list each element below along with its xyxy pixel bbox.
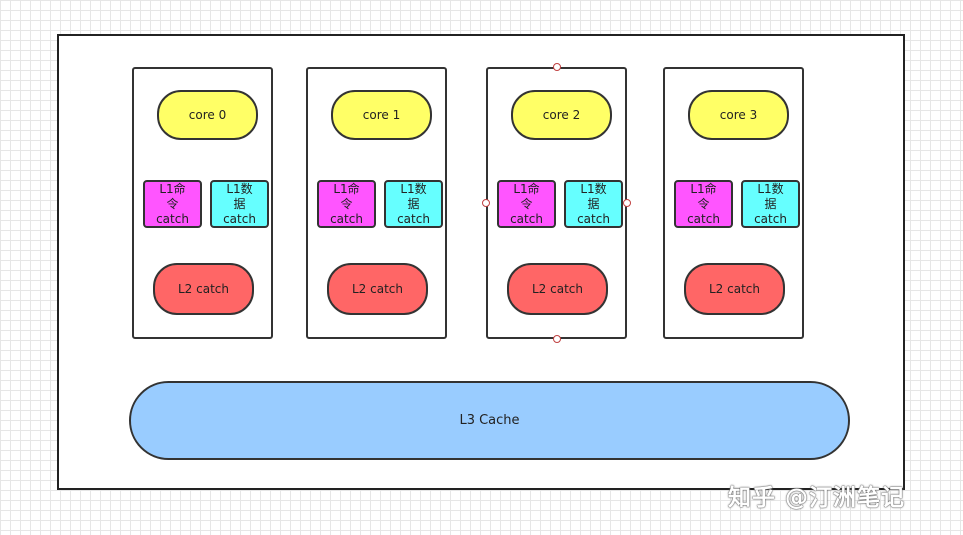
l1-inst-line: L1命 [159, 181, 186, 196]
l1-data-line: catch [223, 211, 256, 226]
core-label-2: core 2 [511, 90, 612, 140]
l2-cache-0: L2 catch [153, 263, 254, 315]
l1-inst-line: catch [687, 211, 720, 226]
l1-data-line: L1数 [400, 181, 427, 196]
l1-inst-line: L1命 [690, 181, 717, 196]
l1-inst-line: 令 [697, 196, 710, 211]
l1-data-cache-3: L1数 据 catch [741, 180, 800, 228]
selection-handle-left[interactable] [482, 199, 490, 207]
l1-data-line: L1数 [757, 181, 784, 196]
l1-inst-line: catch [156, 211, 189, 226]
l1-instruction-cache-0: L1命 令 catch [143, 180, 202, 228]
core-box-0[interactable]: core 0 L1命 令 catch L1数 据 catch L2 catch [132, 67, 273, 339]
core-box-2[interactable]: core 2 L1命 令 catch L1数 据 catch L2 catch [486, 67, 627, 339]
core-box-1[interactable]: core 1 L1命 令 catch L1数 据 catch L2 catch [306, 67, 447, 339]
l1-data-cache-0: L1数 据 catch [210, 180, 269, 228]
selection-handle-top[interactable] [553, 63, 561, 71]
core-label-0: core 0 [157, 90, 258, 140]
l1-instruction-cache-3: L1命 令 catch [674, 180, 733, 228]
l1-inst-line: L1命 [513, 181, 540, 196]
core-label-3: core 3 [688, 90, 789, 140]
l1-inst-line: L1命 [333, 181, 360, 196]
l1-inst-line: 令 [166, 196, 179, 211]
selection-handle-right[interactable] [623, 199, 631, 207]
l2-cache-2: L2 catch [507, 263, 608, 315]
core-label-1: core 1 [331, 90, 432, 140]
l1-data-cache-1: L1数 据 catch [384, 180, 443, 228]
l1-data-cache-2: L1数 据 catch [564, 180, 623, 228]
l1-data-line: catch [577, 211, 610, 226]
l1-data-line: L1数 [226, 181, 253, 196]
l2-cache-1: L2 catch [327, 263, 428, 315]
core-box-3[interactable]: core 3 L1命 令 catch L1数 据 catch L2 catch [663, 67, 804, 339]
selection-handle-bottom[interactable] [553, 335, 561, 343]
zhihu-watermark: 知乎 @汀洲笔记 [728, 485, 906, 511]
l2-cache-3: L2 catch [684, 263, 785, 315]
l1-data-line: catch [397, 211, 430, 226]
l1-data-line: 据 [233, 196, 246, 211]
l3-cache[interactable]: L3 Cache [129, 381, 850, 460]
l1-inst-line: 令 [520, 196, 533, 211]
l1-data-line: catch [754, 211, 787, 226]
l1-inst-line: 令 [340, 196, 353, 211]
l1-data-line: 据 [407, 196, 420, 211]
l1-inst-line: catch [330, 211, 363, 226]
l1-data-line: 据 [587, 196, 600, 211]
l1-instruction-cache-2: L1命 令 catch [497, 180, 556, 228]
l1-data-line: 据 [764, 196, 777, 211]
l1-inst-line: catch [510, 211, 543, 226]
l1-data-line: L1数 [580, 181, 607, 196]
l1-instruction-cache-1: L1命 令 catch [317, 180, 376, 228]
